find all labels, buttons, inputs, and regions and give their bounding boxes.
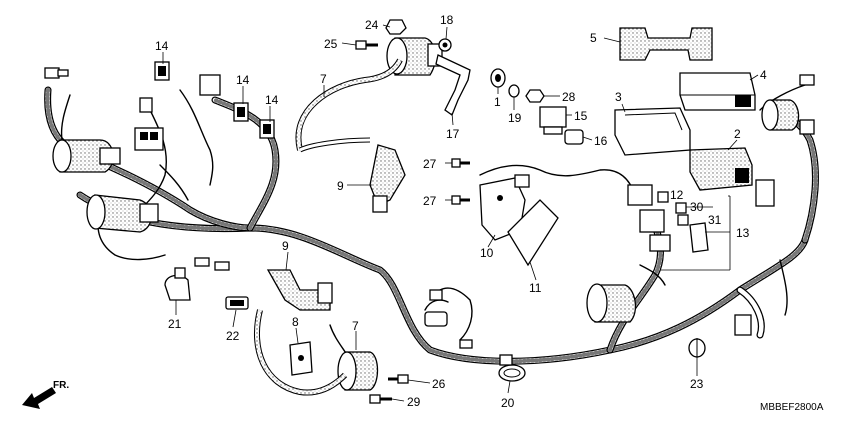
callout-14-b: 14	[236, 73, 250, 87]
callout-27-upper: 27	[423, 157, 437, 171]
regulator-2	[689, 147, 753, 191]
callout-28: 28	[562, 90, 576, 104]
connector-block-left	[134, 74, 221, 151]
grommet-1	[490, 68, 506, 88]
callout-29: 29	[407, 395, 421, 409]
callout-9-lower: 9	[282, 239, 289, 253]
callout-5: 5	[590, 31, 597, 45]
callout-10: 10	[480, 246, 494, 260]
callout-13: 13	[736, 226, 750, 240]
rubber-16	[564, 129, 584, 145]
callout-7-lower: 7	[352, 319, 359, 333]
clamp-20	[498, 354, 526, 382]
callout-8: 8	[292, 315, 299, 329]
callout-9-upper: 9	[337, 179, 344, 193]
high-tension-cord-upper	[295, 58, 403, 153]
callout-2: 2	[734, 127, 741, 141]
bolt-27-lower	[451, 195, 470, 205]
callout-25: 25	[324, 37, 338, 51]
clamp-23	[688, 338, 706, 358]
bracket-17	[435, 54, 471, 117]
front-direction-indicator: FR.	[22, 380, 69, 409]
connector-upper-left-a	[44, 67, 69, 79]
holder-5	[619, 27, 713, 61]
clip-30	[675, 202, 687, 214]
callout-labels: 14 14 14 7 9 25 24 18 17 1 19 28 15 16 2…	[155, 13, 767, 410]
callout-17: 17	[446, 127, 460, 141]
connector-block-right	[627, 74, 815, 336]
callout-12: 12	[670, 188, 684, 202]
bolt-29	[369, 394, 392, 404]
grommet-18	[438, 38, 452, 52]
clamp-21	[164, 267, 191, 301]
bolt-25	[355, 40, 378, 50]
collar-19	[508, 84, 520, 98]
callout-30: 30	[690, 200, 704, 214]
cover-11	[507, 199, 559, 267]
ignition-coil-right-upper	[761, 99, 800, 131]
ignition-coil-upper-center	[386, 37, 443, 76]
ignition-coil-left-lower	[86, 194, 159, 233]
bracket-8	[289, 341, 313, 376]
callout-27-lower: 27	[423, 194, 437, 208]
ignition-coil-lower-center	[337, 351, 379, 391]
connector-center	[424, 174, 530, 349]
front-arrow-label: FR.	[53, 380, 69, 391]
nut-24	[385, 19, 407, 35]
connector-pair-left	[194, 257, 230, 271]
callout-15: 15	[574, 109, 588, 123]
callout-22: 22	[226, 329, 240, 343]
spark-plug-cap-upper	[369, 144, 406, 213]
spark-plug-cap-lower	[266, 269, 333, 311]
connector-14-b	[233, 102, 249, 122]
connector-14-c	[259, 119, 275, 139]
ignition-coil-lower-right	[586, 283, 637, 323]
callout-14-c: 14	[265, 93, 279, 107]
ignition-coil-left-upper	[52, 139, 121, 173]
callout-24: 24	[365, 18, 379, 32]
callout-18: 18	[440, 13, 454, 27]
callout-1: 1	[494, 95, 501, 109]
callout-23: 23	[690, 377, 704, 391]
callout-26: 26	[432, 377, 446, 391]
callout-31: 31	[708, 213, 722, 227]
ecu-4	[679, 72, 756, 111]
clip-31	[677, 214, 689, 226]
callout-3: 3	[615, 90, 622, 104]
bolt-27-upper	[451, 158, 470, 168]
callout-19: 19	[508, 111, 522, 125]
nut-28	[525, 89, 545, 103]
ecu-3	[614, 107, 691, 156]
callout-7-upper: 7	[320, 72, 327, 86]
bolt-26	[388, 374, 409, 384]
high-tension-cord-lower	[253, 309, 348, 396]
leader-lines	[162, 24, 759, 402]
connector-14-a	[154, 61, 170, 81]
callout-20: 20	[501, 396, 515, 410]
callout-16: 16	[594, 134, 608, 148]
clip-12	[657, 191, 669, 203]
diagram-code: MBBEF2800A	[760, 402, 824, 413]
callout-21: 21	[168, 317, 182, 331]
callout-14-a: 14	[155, 39, 169, 53]
front-arrow-icon	[22, 387, 56, 409]
callout-4: 4	[760, 68, 767, 82]
relay-15	[539, 106, 567, 135]
clip-22	[225, 296, 249, 310]
tape-13	[689, 222, 709, 253]
callout-11: 11	[529, 281, 542, 295]
